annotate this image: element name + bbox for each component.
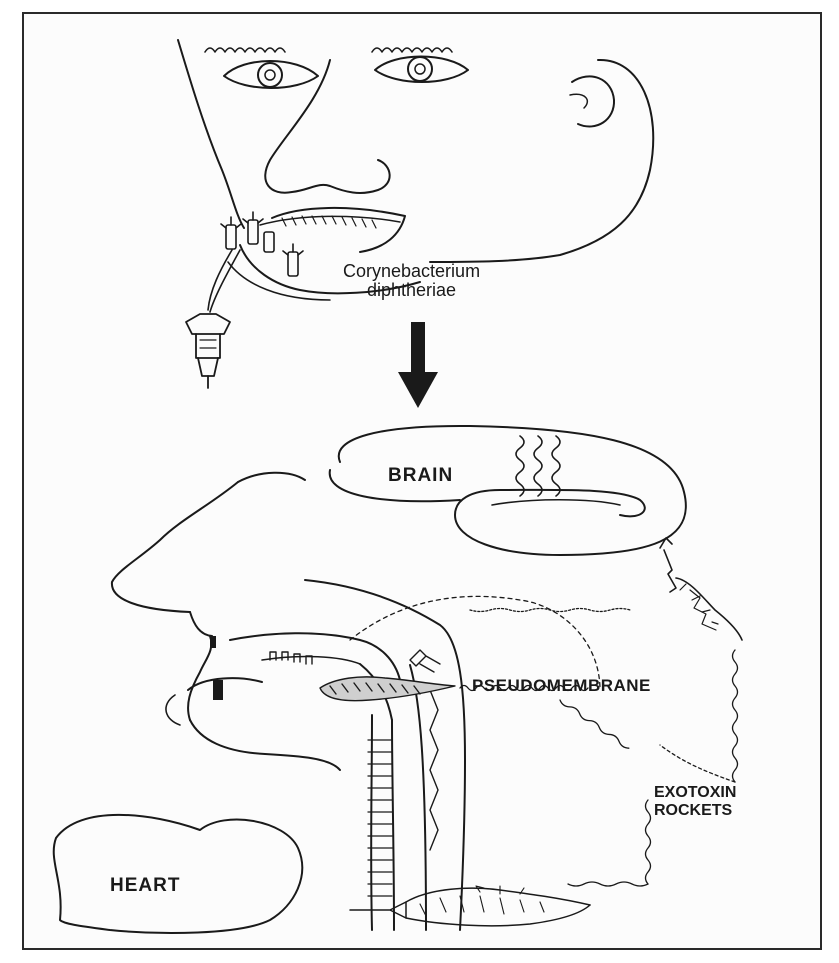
brain-drawing — [330, 426, 686, 555]
down-arrow — [398, 322, 438, 408]
rocket-cluster-lips — [208, 212, 303, 312]
label-bacterium-species: diphtheriae — [343, 281, 480, 300]
head-profile-drawing — [112, 473, 600, 930]
pseudomembrane-cluster — [210, 636, 455, 701]
label-exotoxin: EXOTOXIN — [654, 784, 736, 802]
label-pseudomembrane: PSEUDOMEMBRANE — [472, 676, 651, 696]
exotoxin-trails — [460, 609, 738, 887]
label-corynebacterium: Corynebacterium diphtheriae — [343, 262, 480, 300]
label-rockets: ROCKETS — [654, 802, 736, 820]
label-exotoxin-rockets: EXOTOXIN ROCKETS — [654, 784, 736, 820]
exotoxin-rocket-brain — [660, 538, 742, 640]
heart-drawing — [54, 815, 302, 933]
label-bacterium-genus: Corynebacterium — [343, 262, 480, 281]
exotoxin-rocket-heart — [350, 886, 590, 926]
label-heart: HEART — [110, 875, 180, 897]
rocket-large-top — [186, 314, 230, 388]
label-brain: BRAIN — [388, 465, 453, 487]
